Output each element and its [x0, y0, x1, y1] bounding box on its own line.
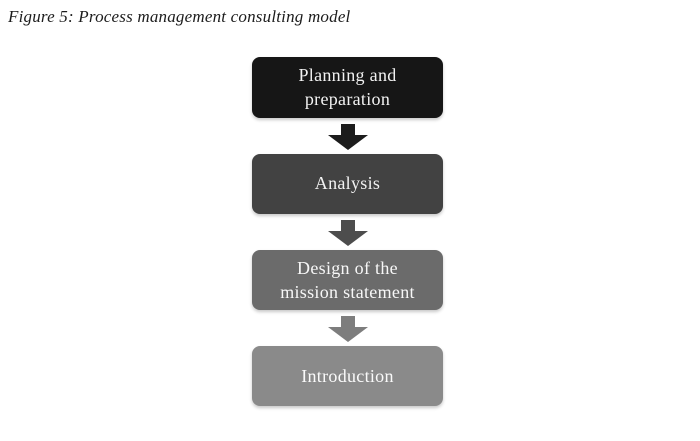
flow-step-label: Design of the mission statement: [280, 257, 415, 302]
flow-step-label: Analysis: [314, 173, 381, 194]
flow-step-label: Planning and preparation: [298, 65, 397, 110]
flow-step-design: Design of the mission statement: [252, 249, 443, 311]
flow-step-label: Introduction: [301, 366, 394, 387]
down-arrow-icon: [327, 316, 368, 343]
down-arrow-icon: [327, 123, 368, 150]
down-arrow-shape: [327, 219, 368, 246]
down-arrow-shape: [327, 123, 368, 150]
down-arrow-icon: [327, 219, 368, 246]
flow-step-introduction: Introduction: [252, 346, 443, 407]
flow-step-planning: Planning and preparation: [252, 57, 443, 118]
flowchart: Planning and preparation Analysis Design…: [252, 57, 443, 407]
figure-caption: Figure 5: Process management consulting …: [8, 7, 351, 26]
down-arrow-shape: [327, 316, 368, 343]
flow-step-analysis: Analysis: [252, 153, 443, 214]
